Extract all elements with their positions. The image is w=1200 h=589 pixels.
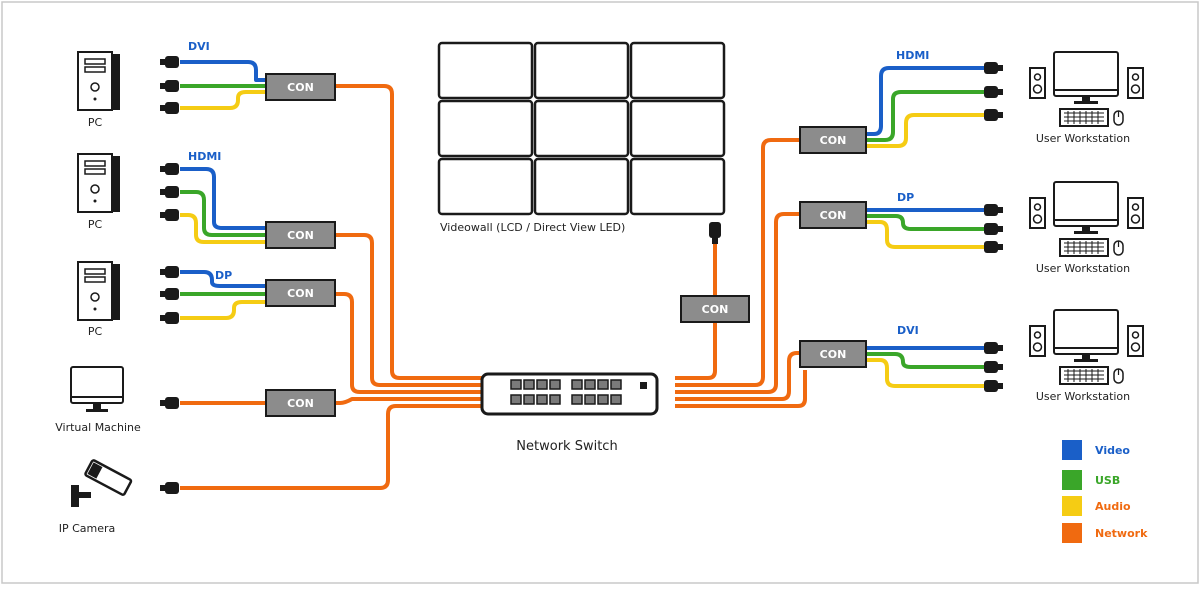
- camera-icon: [71, 459, 133, 507]
- source-label: IP Camera: [59, 522, 116, 535]
- workstation3-cables: [866, 346, 985, 388]
- videowall-icon: [437, 41, 726, 216]
- legend: Video USB Audio Network: [1062, 440, 1148, 543]
- con-box-videowall: CON: [680, 295, 750, 323]
- monitor-icon: [70, 366, 124, 412]
- legend-label-video: Video: [1095, 444, 1130, 457]
- con-label: CON: [287, 287, 314, 300]
- signal-label-hdmi: HDMI: [896, 49, 929, 62]
- workstation2-cables: [866, 208, 985, 249]
- con-box-source2: CON: [265, 221, 336, 249]
- workstation1-cables: [866, 66, 985, 148]
- source-label: PC: [88, 218, 103, 231]
- con-label: CON: [820, 348, 847, 361]
- workstation-icon: [1029, 181, 1144, 257]
- workstation-icon: [1029, 51, 1144, 127]
- con-label: CON: [287, 81, 314, 94]
- signal-label-dp: DP: [215, 269, 232, 282]
- workstation-label: User Workstation: [1036, 262, 1130, 275]
- legend-swatch-video: [1062, 440, 1082, 460]
- network-cables-left: [180, 84, 482, 490]
- legend-swatch-network: [1062, 523, 1082, 543]
- legend-label-network: Network: [1095, 527, 1148, 540]
- con-label: CON: [820, 209, 847, 222]
- con-label: CON: [287, 397, 314, 410]
- con-box-source1: CON: [265, 73, 336, 101]
- con-box-workstation1: CON: [799, 126, 867, 154]
- con-label: CON: [702, 303, 729, 316]
- source3-cables: [180, 270, 266, 320]
- source2-cables: [180, 167, 266, 244]
- signal-label-hdmi: HDMI: [188, 150, 221, 163]
- videowall-label: Videowall (LCD / Direct View LED): [440, 221, 625, 234]
- network-cables-right: [675, 138, 807, 408]
- workstation-label: User Workstation: [1036, 132, 1130, 145]
- pc-tower-icon: [77, 153, 121, 213]
- network-switch-icon: [480, 372, 659, 416]
- source-label: PC: [88, 325, 103, 338]
- legend-swatch-audio: [1062, 496, 1082, 516]
- source-label: PC: [88, 116, 103, 129]
- pc-tower-icon: [77, 261, 121, 321]
- switch-label: Network Switch: [516, 439, 617, 454]
- source1-cables: [180, 60, 266, 110]
- workstation-plugs: [984, 62, 1003, 392]
- con-box-source3: CON: [265, 279, 336, 307]
- con-box-workstation3: CON: [799, 340, 867, 368]
- pc-tower-icon: [77, 51, 121, 111]
- legend-label-audio: Audio: [1095, 500, 1131, 513]
- signal-label-dvi: DVI: [188, 40, 210, 53]
- legend-label-usb: USB: [1095, 474, 1120, 487]
- workstation-label: User Workstation: [1036, 390, 1130, 403]
- source-plugs: [160, 56, 179, 494]
- con-label: CON: [820, 134, 847, 147]
- workstation-icon: [1029, 309, 1144, 385]
- signal-label-dp: DP: [897, 191, 914, 204]
- legend-swatch-usb: [1062, 470, 1082, 490]
- con-box-workstation2: CON: [799, 201, 867, 229]
- source-label: Virtual Machine: [55, 421, 141, 434]
- con-label: CON: [287, 229, 314, 242]
- con-box-source4: CON: [265, 389, 336, 417]
- signal-label-dvi: DVI: [897, 324, 919, 337]
- videowall-plug: [709, 222, 721, 244]
